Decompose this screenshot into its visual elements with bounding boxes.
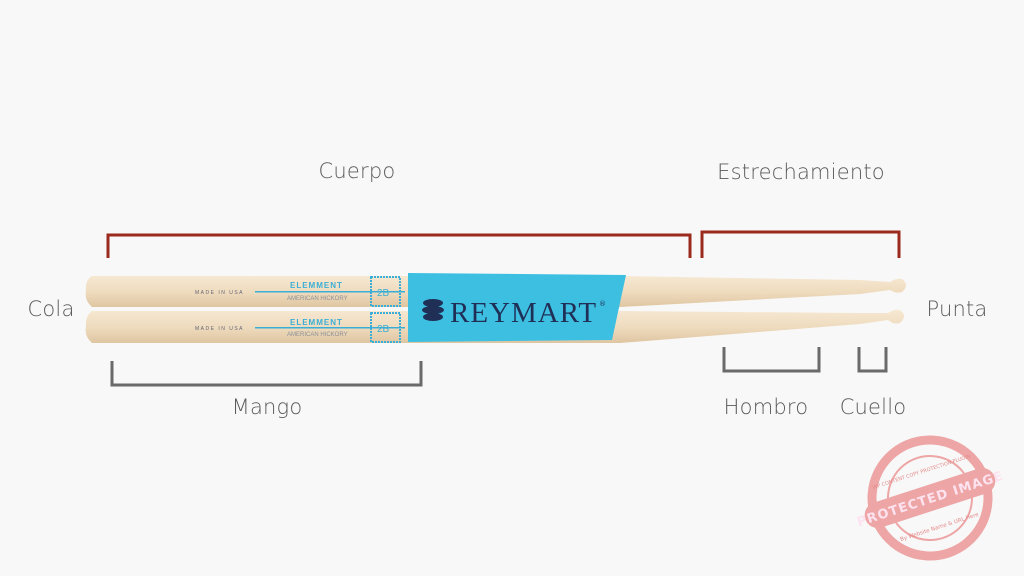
stick-print-top: MADE IN USA ELEMMENT AMERICAN HICKORY 2B <box>195 276 405 307</box>
brand-label-band <box>408 273 626 342</box>
label-body: Cuerpo <box>318 159 396 183</box>
taper-bracket <box>700 230 901 258</box>
brand-name: REYMART <box>450 297 597 329</box>
label-taper: Estrechamiento <box>717 160 885 184</box>
grip-bracket <box>110 361 423 387</box>
stick-brand-bottom: ELEMMENT <box>290 318 343 327</box>
size-text-top: 2B <box>377 288 390 299</box>
shoulder-bracket <box>722 347 821 373</box>
label-neck: Cuello <box>839 395 907 419</box>
body-bracket <box>106 233 692 258</box>
size-text-bottom: 2B <box>377 324 390 335</box>
protected-image-stamp: PROTECTED IMAGE WP CONTENT COPY PROTECTI… <box>855 435 1006 561</box>
wood-text-top: AMERICAN HICKORY <box>287 296 348 302</box>
label-shoulder: Hombro <box>723 395 809 419</box>
neck-bracket <box>857 347 888 373</box>
stick-print-bottom: MADE IN USA ELEMMENT AMERICAN HICKORY 2B <box>195 312 405 343</box>
origin-text-bottom: MADE IN USA <box>195 326 244 332</box>
reymart-logo-icon <box>422 299 444 321</box>
wood-text-bottom: AMERICAN HICKORY <box>287 332 348 338</box>
label-tip: Punta <box>926 297 988 321</box>
label-grip: Mango <box>231 395 303 419</box>
origin-text-top: MADE IN USA <box>195 290 244 296</box>
brand-registered: ® <box>599 300 606 308</box>
stick-brand-top: ELEMMENT <box>290 281 343 290</box>
label-butt: Cola <box>27 297 75 321</box>
